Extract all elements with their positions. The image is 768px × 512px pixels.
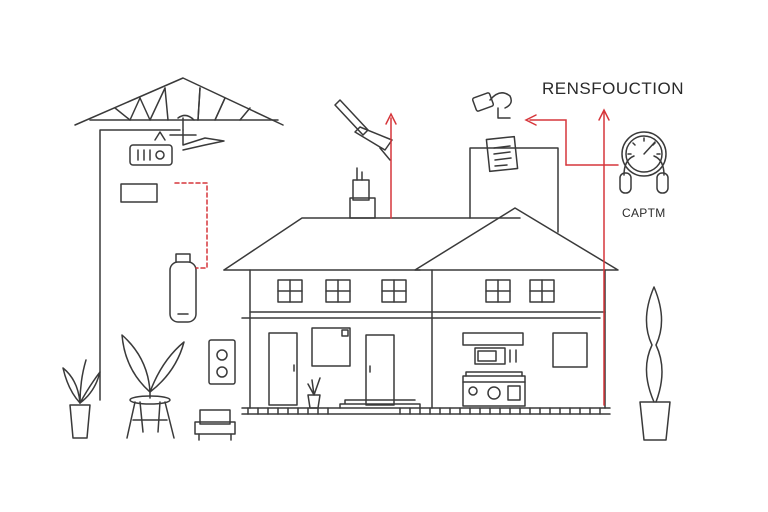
- arrow-left-icon: [524, 114, 537, 126]
- potted-plant-icon: [62, 359, 101, 439]
- arrow-up-icon: [385, 112, 397, 125]
- rear-building: [469, 147, 559, 233]
- left-conduit-line: [99, 129, 181, 401]
- solar-panel-icon: [334, 99, 393, 161]
- wall-panel: [311, 327, 351, 367]
- diagram-title: RENSFOUCTION: [542, 79, 684, 98]
- gauge-caption: CAPTM: [622, 206, 666, 220]
- ceiling-fan-icon: [169, 114, 225, 151]
- microwave-icon: [462, 332, 524, 365]
- window-large: [552, 332, 588, 368]
- water-heater-icon: [169, 253, 197, 323]
- stove-icon: [462, 371, 526, 407]
- security-camera-icon: [471, 92, 512, 119]
- thermostat-box: [120, 183, 158, 203]
- red-feed-line: [529, 119, 567, 166]
- window-icon: [277, 279, 555, 303]
- red-dashed-line: [174, 182, 208, 269]
- leaf-plant-icon: [121, 334, 185, 399]
- chimney-icon: [349, 167, 376, 219]
- wall-outlet: [341, 329, 349, 337]
- arrow-up-icon: [598, 108, 610, 121]
- stool-icon: [126, 395, 175, 439]
- document-icon: [485, 135, 519, 173]
- armchair-icon: [194, 409, 236, 441]
- hvac-unit-icon: [129, 131, 173, 166]
- tall-plant-icon: [639, 286, 671, 441]
- roof-truss-icon: [74, 77, 284, 126]
- headphones-icon: [619, 155, 669, 194]
- house-icon: [223, 207, 619, 415]
- porch-plant-icon: [307, 377, 321, 409]
- door-icon: [268, 332, 395, 406]
- gauge-icon: [621, 131, 667, 177]
- electrical-panel-icon: [208, 339, 236, 385]
